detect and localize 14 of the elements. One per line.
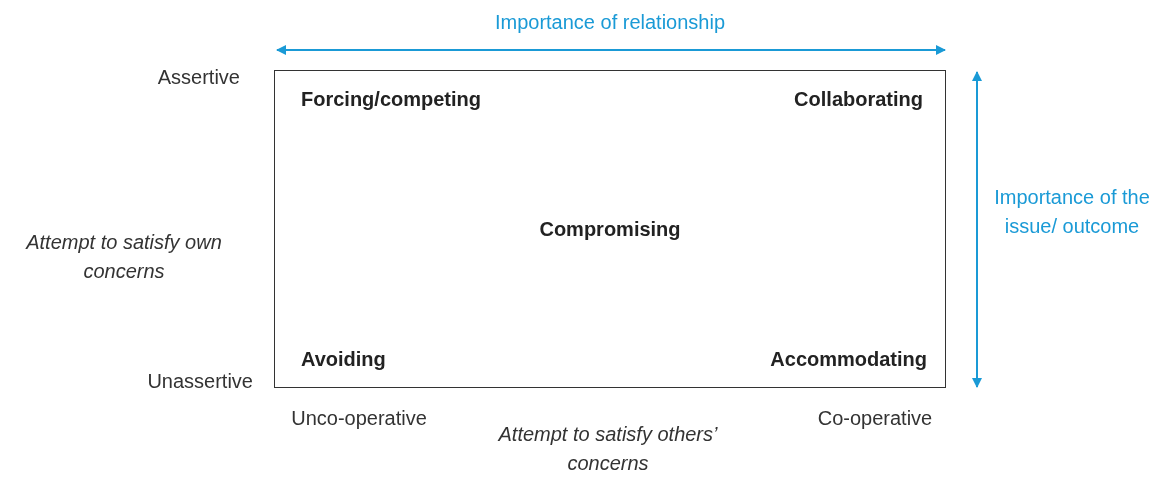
quadrant-label: Compromising — [539, 218, 681, 241]
axis-title: Attempt to satisfy own concerns — [24, 230, 223, 284]
axis-title: Importance of relationship — [494, 10, 726, 35]
grid-box — [274, 70, 946, 388]
axis-title: Importance of the issue/ outcome — [993, 185, 1151, 239]
axis-label: Co-operative — [817, 406, 933, 431]
axis-title: Attempt to satisfy others’ concerns — [498, 422, 718, 476]
quadrant-label: Forcing/competing — [301, 88, 481, 111]
quadrant-label: Accommodating — [770, 348, 927, 371]
quadrant-label: Collaborating — [794, 88, 923, 111]
axis-label: Unassertive — [147, 369, 253, 394]
quadrant-label: Avoiding — [301, 348, 386, 371]
axis-label: Unco-operative — [291, 406, 427, 431]
axis-label: Assertive — [157, 65, 240, 90]
